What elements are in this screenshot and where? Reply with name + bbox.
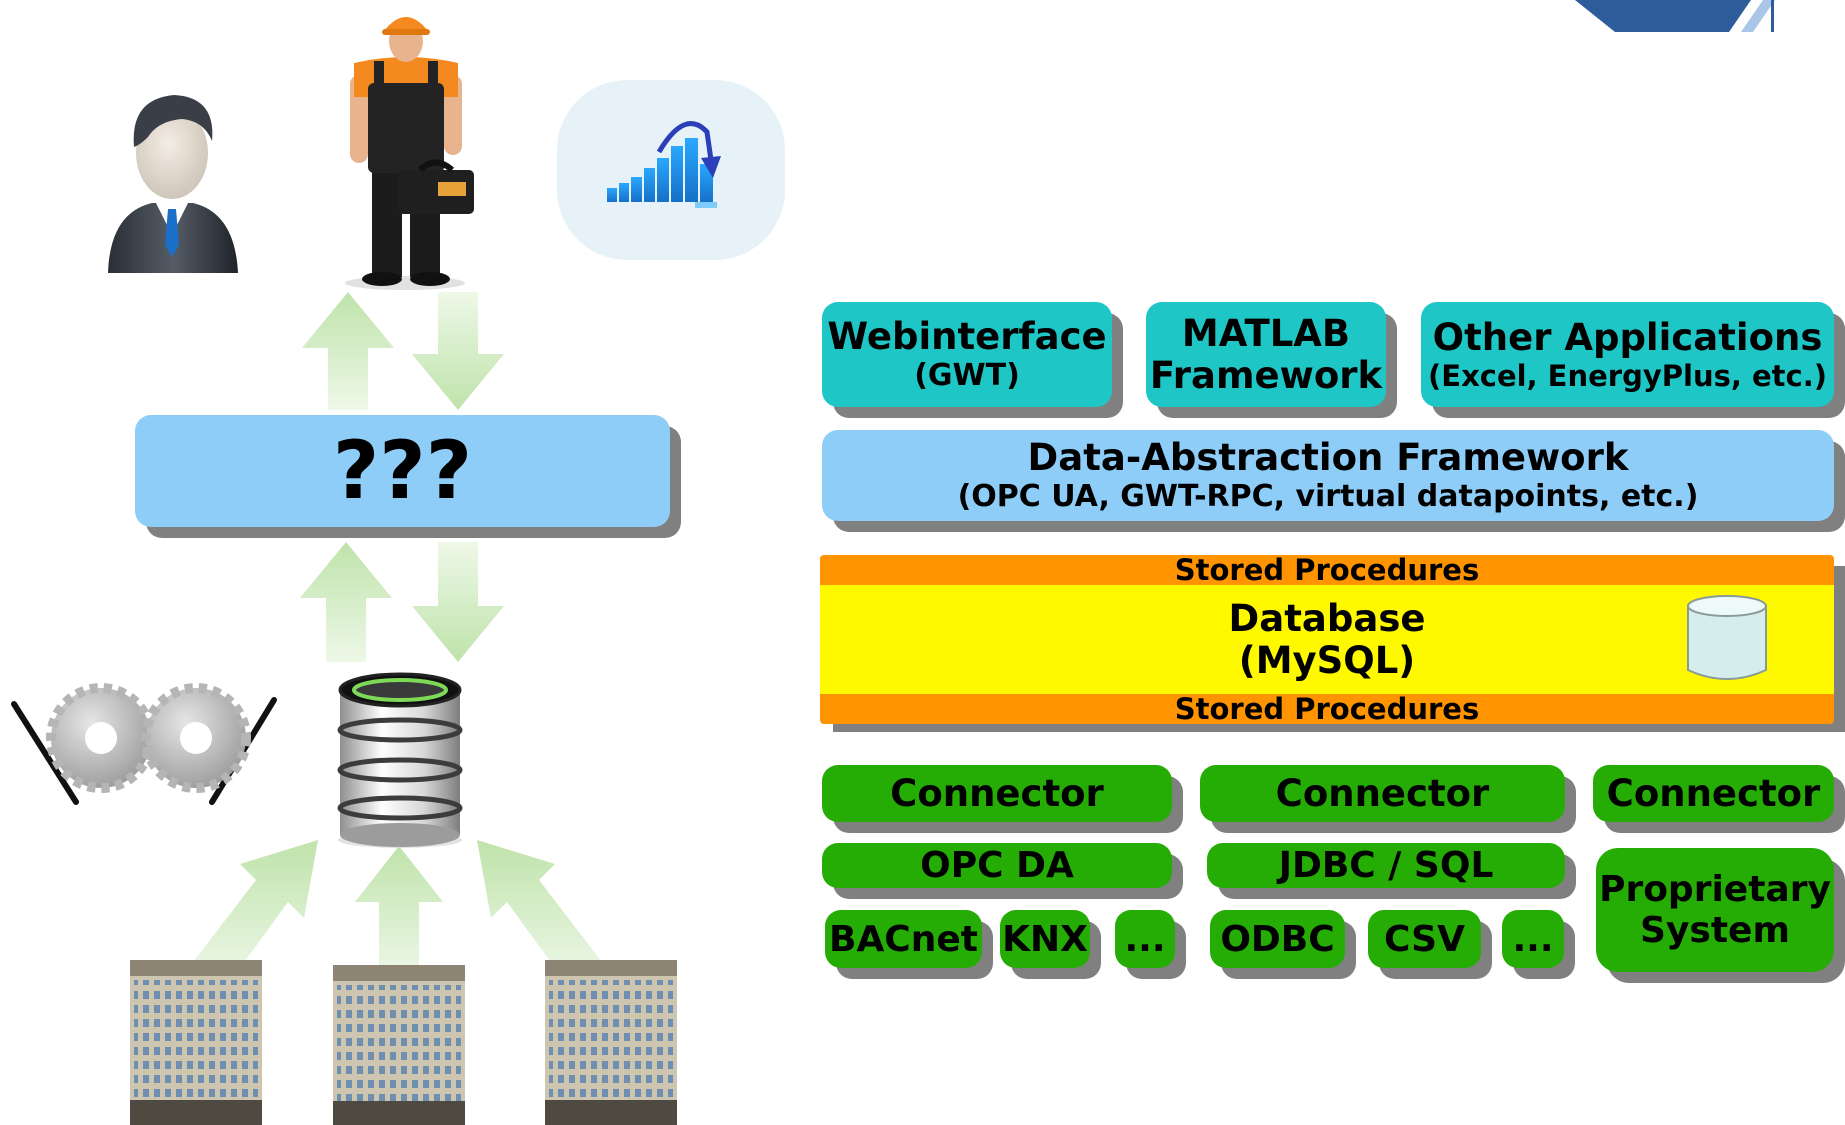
manager-icon bbox=[108, 95, 238, 273]
proprietary-system-box: Proprietary System bbox=[1596, 848, 1834, 972]
bacnet-label: BACnet bbox=[829, 918, 978, 960]
other-applications-subtitle: (Excel, EnergyPlus, etc.) bbox=[1428, 358, 1827, 393]
matlab-subtitle: Framework bbox=[1149, 353, 1383, 397]
database-cylinder-icon bbox=[1687, 595, 1767, 680]
up-arrow-icon bbox=[302, 292, 394, 410]
database-subtitle: (MySQL) bbox=[1238, 639, 1416, 682]
gears-icon bbox=[11, 683, 277, 805]
odbc-label: ODBC bbox=[1220, 918, 1335, 960]
jdbc-sql-box: JDBC / SQL bbox=[1207, 843, 1565, 888]
worker-icon bbox=[345, 17, 474, 290]
up-arrow-icon bbox=[355, 846, 443, 986]
webinterface-box: Webinterface (GWT) bbox=[822, 302, 1112, 407]
matlab-box: MATLAB Framework bbox=[1146, 302, 1386, 407]
csv-label: CSV bbox=[1384, 918, 1465, 960]
diagonal-up-arrow-icon bbox=[477, 840, 605, 990]
building-icon bbox=[130, 960, 262, 1125]
unknown-layer-label: ??? bbox=[332, 424, 473, 517]
csv-box: CSV bbox=[1368, 910, 1481, 968]
bar-chart-icon bbox=[557, 80, 785, 260]
knx-box: KNX bbox=[1000, 910, 1090, 968]
connector-box-1: Connector bbox=[822, 765, 1172, 822]
logo-corner bbox=[1575, 0, 1775, 32]
building-icon bbox=[333, 965, 465, 1125]
database-box: Database (MySQL) bbox=[820, 584, 1834, 696]
proprietary-system-line1: Proprietary bbox=[1599, 869, 1831, 910]
stored-procedures-bottom: Stored Procedures bbox=[820, 692, 1834, 726]
webinterface-subtitle: (GWT) bbox=[914, 357, 1020, 393]
matlab-title: MATLAB bbox=[1181, 311, 1351, 355]
connector-box-3: Connector bbox=[1593, 765, 1834, 822]
diagonal-up-arrow-icon bbox=[190, 840, 318, 990]
building-icon bbox=[545, 960, 677, 1125]
connector-label-1: Connector bbox=[890, 772, 1104, 815]
odbc-box: ODBC bbox=[1210, 910, 1345, 968]
stored-procedures-bottom-label: Stored Procedures bbox=[1174, 692, 1480, 726]
stored-procedures-top-label: Stored Procedures bbox=[1174, 553, 1480, 587]
down-arrow-icon bbox=[412, 542, 504, 662]
jdbc-sql-label: JDBC / SQL bbox=[1278, 845, 1494, 886]
more-protocols-label-2: ... bbox=[1512, 918, 1554, 960]
database-cylinder-icon bbox=[337, 672, 463, 848]
connector-box-2: Connector bbox=[1200, 765, 1565, 822]
up-arrow-icon bbox=[300, 542, 392, 662]
connector-label-3: Connector bbox=[1606, 772, 1821, 815]
opc-da-box: OPC DA bbox=[822, 843, 1172, 888]
stored-procedures-top: Stored Procedures bbox=[820, 553, 1834, 587]
more-protocols-label-1: ... bbox=[1124, 918, 1166, 960]
other-applications-box: Other Applications (Excel, EnergyPlus, e… bbox=[1421, 302, 1834, 407]
more-protocols-box-1: ... bbox=[1115, 910, 1175, 968]
unknown-layer-box: ??? bbox=[135, 415, 670, 527]
webinterface-title: Webinterface bbox=[827, 314, 1107, 358]
data-abstraction-title: Data-Abstraction Framework bbox=[1027, 435, 1629, 479]
data-abstraction-subtitle: (OPC UA, GWT-RPC, virtual datapoints, et… bbox=[957, 478, 1699, 514]
more-protocols-box-2: ... bbox=[1502, 910, 1564, 968]
down-arrow-icon bbox=[412, 292, 504, 410]
bacnet-box: BACnet bbox=[825, 910, 982, 968]
connector-label-2: Connector bbox=[1275, 772, 1490, 815]
database-title: Database bbox=[1228, 597, 1426, 640]
proprietary-system-line2: System bbox=[1640, 910, 1790, 951]
knx-label: KNX bbox=[1002, 918, 1088, 960]
opc-da-label: OPC DA bbox=[920, 845, 1074, 886]
data-abstraction-box: Data-Abstraction Framework (OPC UA, GWT-… bbox=[822, 430, 1834, 521]
other-applications-title: Other Applications bbox=[1432, 315, 1823, 359]
